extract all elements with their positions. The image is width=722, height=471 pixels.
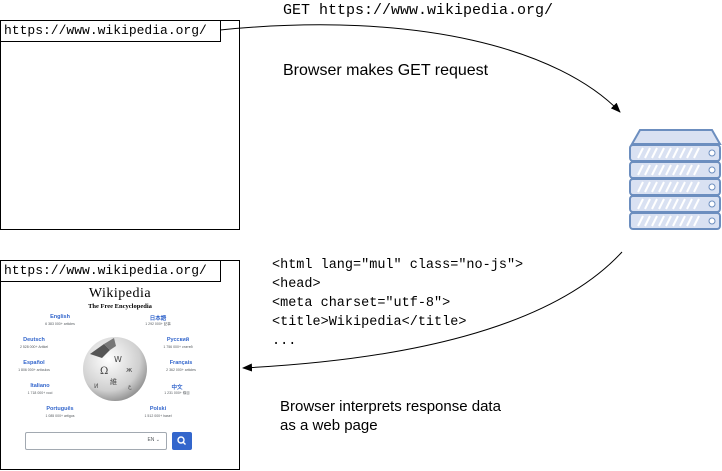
search-button[interactable] <box>172 432 192 450</box>
language-count: 1 512 000+ haseł <box>144 414 172 418</box>
language-count: 1 292 000+ 記事 <box>145 322 171 326</box>
svg-text:И: И <box>94 383 99 390</box>
chevron-down-icon: ⌄ <box>155 437 160 443</box>
language-link-french[interactable]: Français <box>169 360 193 366</box>
search-icon <box>177 436 186 445</box>
search-language-select[interactable]: EN ⌄ <box>147 437 160 443</box>
wikipedia-tagline: The Free Encyclopedia <box>88 303 152 310</box>
language-link-spanish[interactable]: Español <box>23 360 45 366</box>
wikipedia-wordmark: Wikipedia <box>88 286 152 301</box>
language-link-portuguese[interactable]: Português <box>46 406 74 412</box>
svg-text:ж: ж <box>126 366 133 374</box>
get-request-label: GET https://www.wikipedia.org/ <box>283 2 554 19</box>
svg-text:維: 維 <box>110 377 117 386</box>
interpret-caption: Browser interprets response data as a we… <box>280 398 501 434</box>
language-link-japanese[interactable]: 日本語 <box>149 316 167 322</box>
language-link-english[interactable]: English <box>50 314 70 320</box>
code-line-3: <meta charset="utf-8"> <box>272 296 451 311</box>
language-link-polish[interactable]: Polski <box>149 406 167 412</box>
wiki-search-input[interactable]: EN ⌄ <box>25 432 167 450</box>
search-language-label: EN <box>147 437 155 443</box>
language-count: 1 231 000+ 條目 <box>164 391 190 395</box>
language-count: 2 362 000+ articles <box>166 368 196 372</box>
code-line-2: <head> <box>272 277 321 292</box>
browser-window-request: https://www.wikipedia.org/ <box>0 20 240 230</box>
request-arrow <box>219 24 621 113</box>
language-link-german[interactable]: Deutsch <box>23 337 45 343</box>
language-count: 1 718 000+ voci <box>27 391 53 395</box>
language-link-italian[interactable]: Italiano <box>30 383 50 389</box>
wikipedia-globe-icon: Ω W ж 維 И ع <box>83 337 147 401</box>
response-arrow <box>242 251 623 372</box>
language-count: 6 383 000+ articles <box>45 322 75 326</box>
language-count: 2 528 000+ Artikel <box>19 345 49 349</box>
code-line-1: <html lang="mul" class="no-js"> <box>272 258 524 273</box>
svg-text:Ω: Ω <box>100 366 108 377</box>
language-count: 1 806 000+ artículos <box>18 368 50 372</box>
language-link-russian[interactable]: Русский <box>166 337 190 343</box>
code-line-5: ... <box>272 334 297 349</box>
address-bar[interactable]: https://www.wikipedia.org/ <box>1 261 221 282</box>
language-count: 1 085 000+ artigos <box>45 414 75 418</box>
svg-text:W: W <box>114 355 122 364</box>
language-count: 1 756 000+ статей <box>163 345 193 349</box>
language-link-chinese[interactable]: 中文 <box>171 385 183 391</box>
get-request-caption: Browser makes GET request <box>283 62 489 79</box>
address-bar[interactable]: https://www.wikipedia.org/ <box>1 21 221 42</box>
code-line-4: <title>Wikipedia</title> <box>272 315 467 330</box>
svg-text:ع: ع <box>128 383 132 390</box>
server-icon <box>629 129 722 230</box>
